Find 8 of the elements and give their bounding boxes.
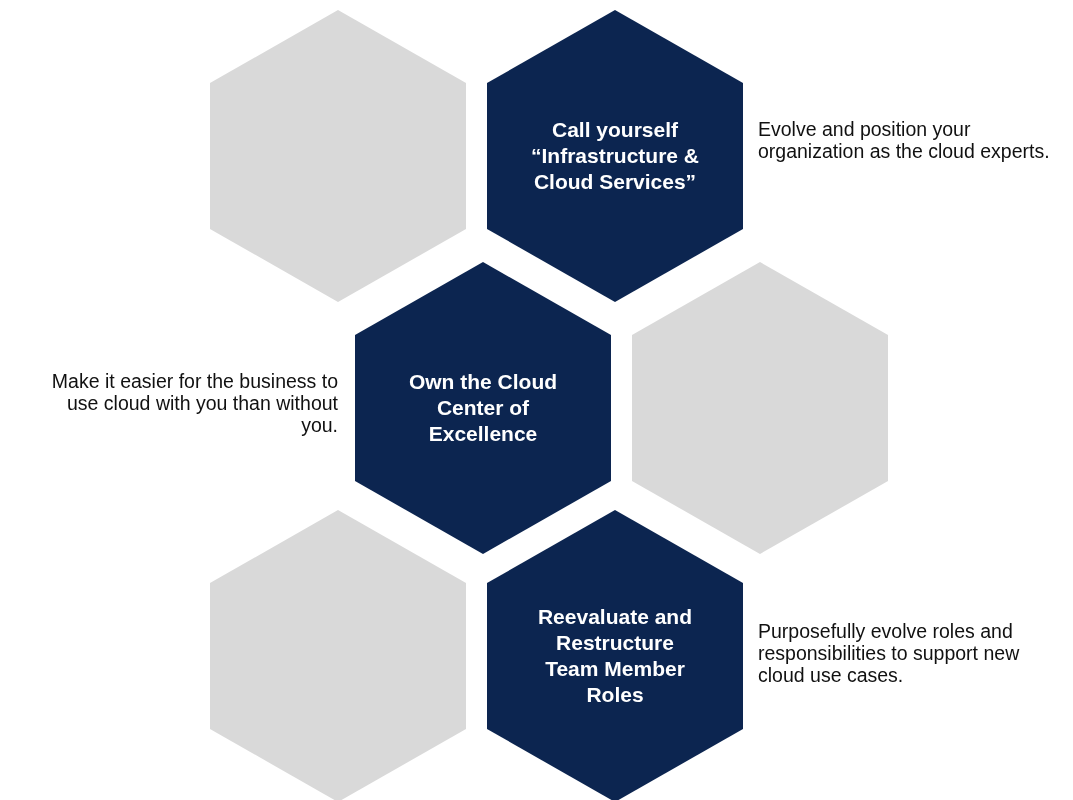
hexagon-label: Call yourself “Infrastructure & Cloud Services” bbox=[530, 117, 700, 195]
hexagon-tile bbox=[210, 510, 466, 800]
hexagon-label: Reevaluate and Restructure Team Member Roles bbox=[536, 604, 694, 708]
hexagon-label: Own the Cloud Center of Excellence bbox=[407, 369, 559, 447]
hexagon-tile bbox=[487, 510, 743, 800]
description-text: Make it easier for the business to use cloud with you than without you. bbox=[50, 370, 338, 436]
description-text: Evolve and position your organization as the cloud experts. bbox=[758, 118, 1051, 162]
description-text: Purposefully evolve roles and responsibilities to support new cloud use cases. bbox=[758, 620, 1021, 686]
